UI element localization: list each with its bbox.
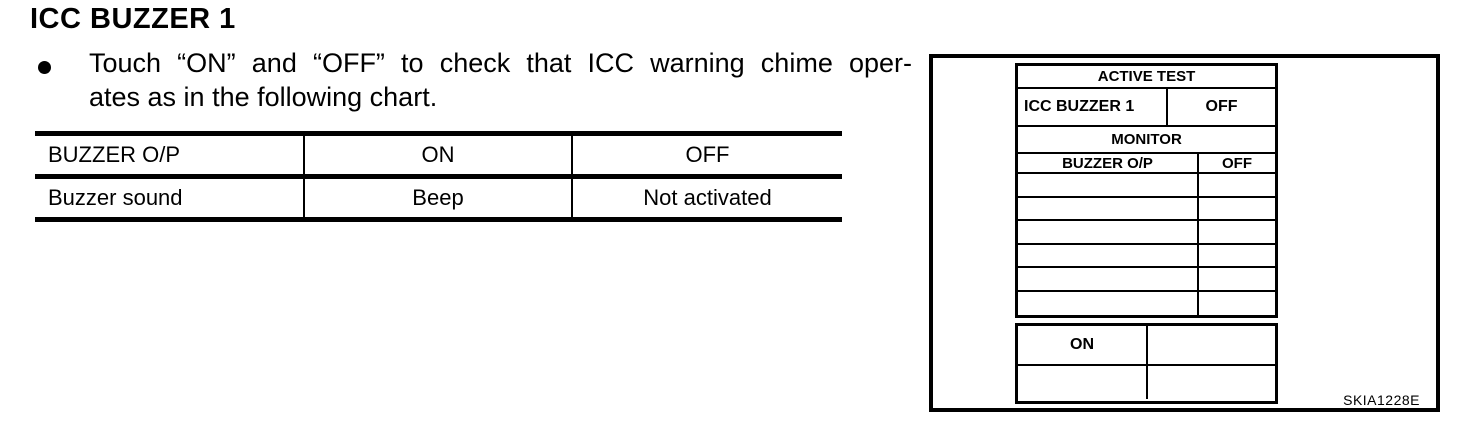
monitor-empty-value-cell — [1199, 245, 1275, 267]
bullet-instruction-line1: Touch “ON” and “OFF” to check that ICC w… — [89, 48, 912, 78]
monitor-empty-row — [1018, 244, 1275, 268]
monitor-empty-cell — [1018, 174, 1199, 196]
blank-button-cell — [1148, 366, 1275, 399]
monitor-empty-value-cell — [1199, 268, 1275, 290]
spec-header-on: ON — [303, 136, 573, 174]
monitor-empty-cell — [1018, 268, 1199, 290]
spec-table-header-row: BUZZER O/P ON OFF — [35, 136, 842, 179]
monitor-title: MONITOR — [1111, 131, 1182, 148]
active-test-header-row: ACTIVE TEST — [1018, 66, 1275, 89]
bullet-instruction: Touch “ON” and “OFF” to check that ICC w… — [89, 46, 912, 114]
monitor-empty-row — [1018, 268, 1275, 292]
spec-cell-on-value: Beep — [303, 179, 573, 217]
monitor-empty-cell — [1018, 197, 1199, 219]
on-button: ON — [1018, 326, 1148, 364]
monitor-empty-value-cell — [1199, 198, 1275, 220]
on-button-blank-cell — [1148, 326, 1275, 364]
active-test-panel: ACTIVE TEST ICC BUZZER 1 OFF MONITOR BUZ… — [1015, 63, 1278, 318]
monitor-empty-value-cell — [1199, 292, 1275, 316]
monitor-signal-name: BUZZER O/P — [1018, 154, 1199, 172]
test-item-state: OFF — [1205, 98, 1238, 115]
page-title: ICC BUZZER 1 — [30, 3, 236, 35]
monitor-empty-value-cell — [1199, 221, 1275, 243]
bullet-marker — [38, 61, 51, 74]
figure-code-label: SKIA1228E — [1343, 392, 1420, 408]
monitor-empty-cell — [1018, 291, 1199, 315]
blank-button-row — [1018, 366, 1275, 399]
monitor-empty-row — [1018, 197, 1275, 221]
touch-button-panel: ON — [1015, 323, 1278, 404]
monitor-empty-row — [1018, 291, 1275, 316]
consult-screen-figure: ACTIVE TEST ICC BUZZER 1 OFF MONITOR BUZ… — [929, 54, 1440, 412]
monitor-signal-value: OFF — [1222, 154, 1252, 172]
active-test-item-row: ICC BUZZER 1 OFF — [1018, 89, 1275, 127]
monitor-header-row: MONITOR — [1018, 127, 1275, 154]
bullet-instruction-line2: ates as in the following chart. — [89, 82, 438, 112]
active-test-title: ACTIVE TEST — [1097, 68, 1196, 85]
monitor-empty-cell — [1018, 244, 1199, 266]
monitor-empty-row — [1018, 174, 1275, 198]
spec-header-off: OFF — [685, 142, 730, 167]
spec-cell-signal: Buzzer sound — [48, 185, 183, 210]
spec-header-signal: BUZZER O/P — [48, 142, 181, 167]
blank-button-cell — [1018, 366, 1148, 399]
monitor-empty-row — [1018, 221, 1275, 245]
spec-cell-off-value: Not activated — [643, 185, 772, 210]
monitor-signal-row: BUZZER O/P OFF — [1018, 154, 1275, 174]
test-item-name: ICC BUZZER 1 — [1018, 89, 1168, 125]
spec-table-row: Buzzer sound Beep Not activated — [35, 179, 842, 217]
on-button-row: ON — [1018, 326, 1275, 366]
buzzer-spec-table: BUZZER O/P ON OFF Buzzer sound Beep Not … — [35, 131, 842, 222]
monitor-empty-value-cell — [1199, 174, 1275, 196]
monitor-empty-cell — [1018, 221, 1199, 243]
